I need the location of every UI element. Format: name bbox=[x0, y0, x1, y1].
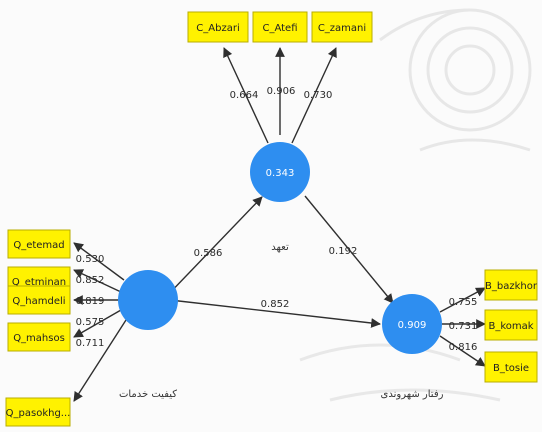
indicator-q-pasokhg-label: Q_pasokhg... bbox=[6, 408, 71, 419]
loading-value-q-etemad: 0.530 bbox=[76, 254, 105, 265]
path-value-service-to-behavior: 0.852 bbox=[261, 299, 290, 310]
loading-edge-b-bazkhor[interactable] bbox=[439, 287, 486, 313]
indicator-b-bazkhor[interactable]: B_bazkhor bbox=[484, 269, 538, 301]
indicator-c-atefi[interactable]: C_Atefi bbox=[252, 11, 308, 43]
loading-edge-c-abzari[interactable] bbox=[223, 47, 269, 144]
latent-behavior-r2: 0.909 bbox=[398, 320, 427, 331]
loading-value-q-mahsos: 0.575 bbox=[76, 317, 105, 328]
path-service-to-behavior[interactable] bbox=[169, 299, 381, 328]
watermark-graphic bbox=[299, 8, 532, 402]
loading-edge-q-mahsos[interactable] bbox=[73, 309, 122, 338]
latent-behavior-label: رفتار شهروندی bbox=[381, 389, 444, 400]
loading-value-c-zamani: 0.730 bbox=[304, 90, 333, 101]
indicator-q-pasokhg[interactable]: Q_pasokhg... bbox=[5, 397, 71, 427]
latent-commitment-r2: 0.343 bbox=[266, 168, 295, 179]
indicator-q-hamdeli[interactable]: Q_hamdeli bbox=[7, 285, 71, 315]
indicator-c-atefi-label: C_Atefi bbox=[262, 23, 297, 34]
indicator-c-zamani[interactable]: C_zamani bbox=[311, 11, 373, 43]
indicator-q-hamdeli-label: Q_hamdeli bbox=[12, 296, 65, 307]
indicator-b-bazkhor-label: B_bazkhor bbox=[485, 281, 538, 292]
latent-behavior[interactable]: 0.909 bbox=[382, 294, 442, 354]
loading-edge-q-etminan[interactable] bbox=[73, 269, 122, 293]
indicator-b-tosie-label: B_tosie bbox=[493, 363, 529, 374]
loading-edge-q-pasokhg[interactable] bbox=[73, 319, 127, 402]
indicator-q-mahsos-label: Q_mahsos bbox=[13, 333, 65, 344]
latent-service-label: کیفیت خدمات bbox=[119, 389, 177, 400]
loading-value-q-hamdeli: 0.819 bbox=[76, 296, 105, 307]
indicator-q-mahsos[interactable]: Q_mahsos bbox=[7, 322, 71, 352]
indicator-c-abzari[interactable]: C_Abzari bbox=[187, 11, 249, 43]
indicator-q-etemad-label: Q_etemad bbox=[13, 240, 64, 251]
loading-edge-c-zamani[interactable] bbox=[291, 47, 337, 144]
loading-edge-q-etemad[interactable] bbox=[73, 242, 125, 281]
loading-value-q-etminan: 0.852 bbox=[76, 275, 105, 286]
indicator-c-zamani-label: C_zamani bbox=[318, 23, 366, 34]
indicator-b-komak-label: B_komak bbox=[488, 321, 533, 332]
loading-value-b-tosie: 0.816 bbox=[449, 342, 478, 353]
loading-value-b-bazkhor: 0.755 bbox=[449, 297, 478, 308]
loading-value-c-abzari: 0.664 bbox=[230, 90, 259, 101]
path-service-to-commitment[interactable] bbox=[162, 196, 263, 301]
loading-edge-b-tosie[interactable] bbox=[439, 335, 486, 367]
path-value-service-to-commitment: 0.586 bbox=[194, 248, 223, 259]
latent-service-quality[interactable] bbox=[118, 270, 178, 330]
indicator-c-abzari-label: C_Abzari bbox=[196, 23, 239, 34]
indicator-q-etemad[interactable]: Q_etemad bbox=[7, 229, 71, 259]
indicator-b-komak[interactable]: B_komak bbox=[484, 309, 538, 341]
latent-commitment-label: تعهد bbox=[271, 242, 289, 253]
loading-value-q-pasokhg: 0.711 bbox=[76, 338, 105, 349]
path-value-commitment-to-behavior: 0.192 bbox=[329, 246, 358, 257]
indicator-q-etminan-label: Q_etminan bbox=[12, 277, 66, 288]
latent-commitment[interactable]: 0.343 bbox=[250, 142, 310, 202]
path-commitment-to-behavior[interactable] bbox=[304, 195, 394, 304]
loading-value-c-atefi: 0.906 bbox=[267, 86, 296, 97]
loading-value-b-komak: 0.731 bbox=[449, 321, 478, 332]
indicator-b-tosie[interactable]: B_tosie bbox=[484, 351, 538, 383]
